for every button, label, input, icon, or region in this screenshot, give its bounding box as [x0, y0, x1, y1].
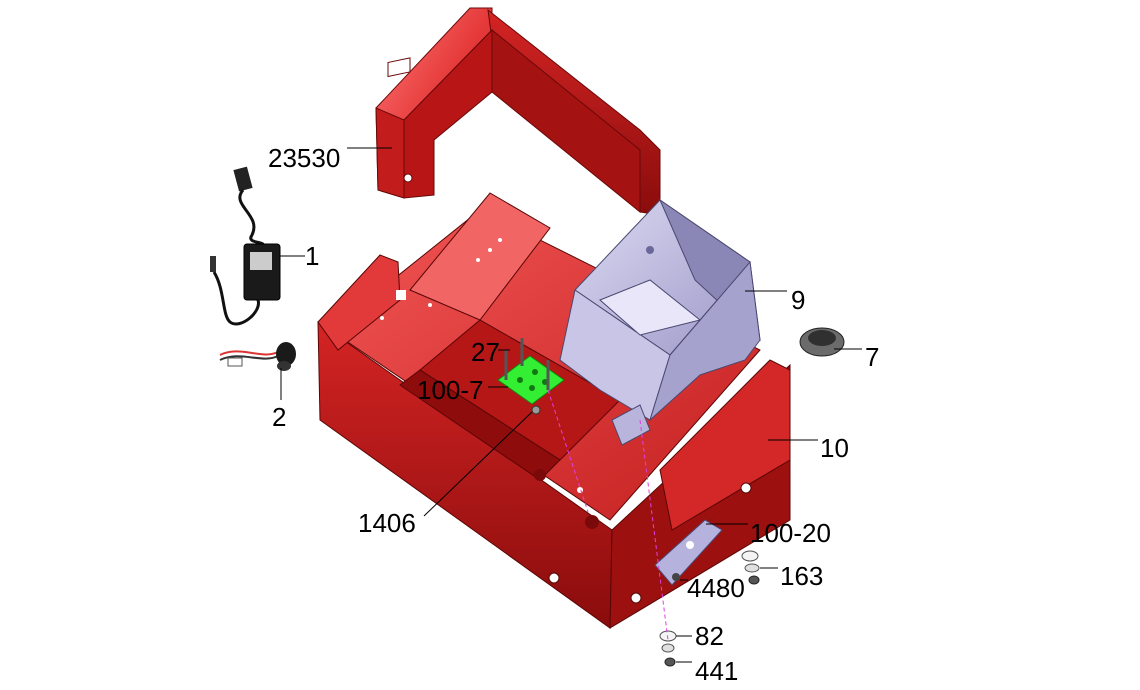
callout-23530: 23530: [268, 143, 341, 173]
washer-stack-part-163: [741, 550, 760, 585]
assembly-axis-lines: [547, 389, 669, 641]
pcb-board-part: [497, 355, 565, 405]
dc-jack-part: [219, 342, 296, 371]
callout-1: 1: [305, 241, 320, 271]
nut-part-441: [664, 657, 676, 667]
screw-part-27: [504, 338, 550, 415]
callout-100-7: 100-7: [417, 375, 484, 405]
callout-9: 9: [791, 285, 806, 315]
leader-lines: [280, 147, 862, 663]
callout-27: 27: [471, 337, 500, 367]
power-adapter-part: [210, 166, 281, 326]
callout-82: 82: [695, 621, 724, 651]
grommet-part: [799, 327, 845, 357]
callout-2: 2: [272, 402, 287, 432]
callout-7: 7: [865, 342, 880, 372]
callout-163: 163: [780, 561, 824, 591]
washer-part-82: [659, 630, 677, 653]
top-cover-part: [375, 7, 661, 216]
callout-441: 441: [695, 656, 739, 686]
side-plate-part: [654, 519, 723, 586]
main-housing-part: [317, 192, 791, 629]
screw-part-4480: [672, 573, 680, 581]
callout-1406: 1406: [358, 508, 416, 538]
callout-10: 10: [820, 433, 849, 463]
bracket-box-part: [559, 198, 761, 446]
callout-100-20: 100-20: [750, 518, 831, 548]
callout-4480: 4480: [687, 573, 745, 603]
